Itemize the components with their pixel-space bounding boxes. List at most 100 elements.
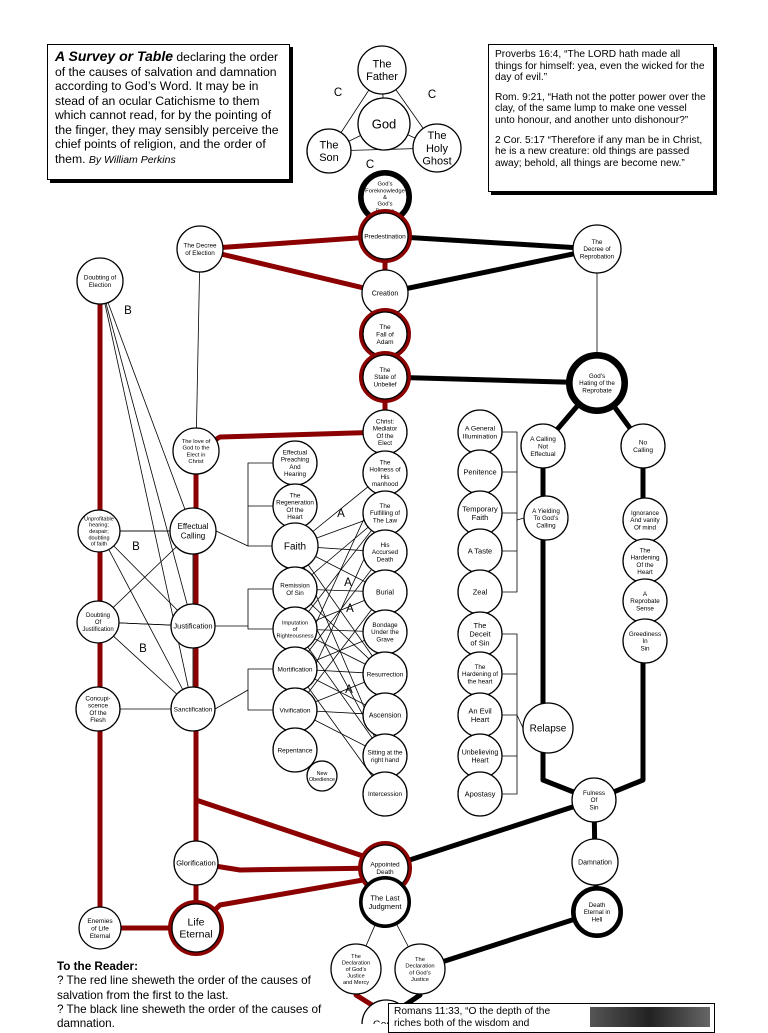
reader-note: To the Reader: ? The red line sheweth th… xyxy=(57,960,322,1031)
connector-work-resurr-faith xyxy=(294,545,386,675)
node-circle xyxy=(457,771,503,817)
node-circle xyxy=(357,45,407,95)
node-circle xyxy=(522,702,574,754)
node-circle xyxy=(620,423,666,469)
title-description: declaring the order of the causes of sal… xyxy=(55,50,279,166)
node-circle xyxy=(361,212,409,260)
node-label: Mortification xyxy=(277,666,312,673)
node-circle xyxy=(306,128,352,174)
portrait-image xyxy=(590,1007,710,1027)
node-circle xyxy=(176,225,224,273)
node-label: Ascension xyxy=(369,712,401,719)
node-glorif: Glorification xyxy=(173,840,219,886)
node-god: God xyxy=(357,97,411,151)
node-circle xyxy=(362,771,408,817)
node-mortif: Mortification xyxy=(272,646,318,692)
node-relapse: Relapse xyxy=(522,702,574,754)
node-ascension: Ascension xyxy=(362,692,408,738)
node-circle xyxy=(76,600,120,644)
node-burial: Burial xyxy=(362,569,408,615)
node-circle xyxy=(394,943,446,995)
node-label: Justification xyxy=(173,622,212,631)
node-circle xyxy=(78,906,122,950)
node-circle xyxy=(330,943,382,995)
node-label: Penitence xyxy=(463,468,496,477)
edge-label-b1: B xyxy=(124,305,132,317)
node-ring xyxy=(358,209,412,263)
edge-label-a1: A xyxy=(337,508,345,520)
connector-doubt-effcall xyxy=(99,280,194,532)
verse-proverbs: Proverbs 16:4, “The LORD hath made all t… xyxy=(495,49,705,84)
connector-work-sitting-imput xyxy=(294,628,386,757)
node-circle xyxy=(170,686,216,732)
node-circle xyxy=(173,840,219,886)
node-ring xyxy=(566,352,628,414)
node-circle xyxy=(622,618,668,664)
node-label: Glorification xyxy=(176,859,216,868)
node-circle xyxy=(520,423,566,469)
connector-b-unprof-sanctif xyxy=(98,530,194,710)
node-faith: Faith xyxy=(271,522,319,570)
node-circle xyxy=(571,838,619,886)
node-ring xyxy=(168,900,224,956)
node-circle xyxy=(357,97,411,151)
node-label: Burial xyxy=(376,589,394,596)
node-label: Predestination xyxy=(364,233,406,240)
verse-corinthians: 2 Cor. 5:17 “Therefore if any man be in … xyxy=(495,134,703,169)
connector-work-interc-mortif xyxy=(294,668,386,795)
node-circle xyxy=(171,903,221,953)
node-circle xyxy=(523,495,569,541)
author-credit: By William Perkins xyxy=(88,153,176,166)
verse-romans: Rom. 9:21, “Hath not the potter power ov… xyxy=(495,91,706,126)
node-label: Sanctification xyxy=(174,706,213,713)
